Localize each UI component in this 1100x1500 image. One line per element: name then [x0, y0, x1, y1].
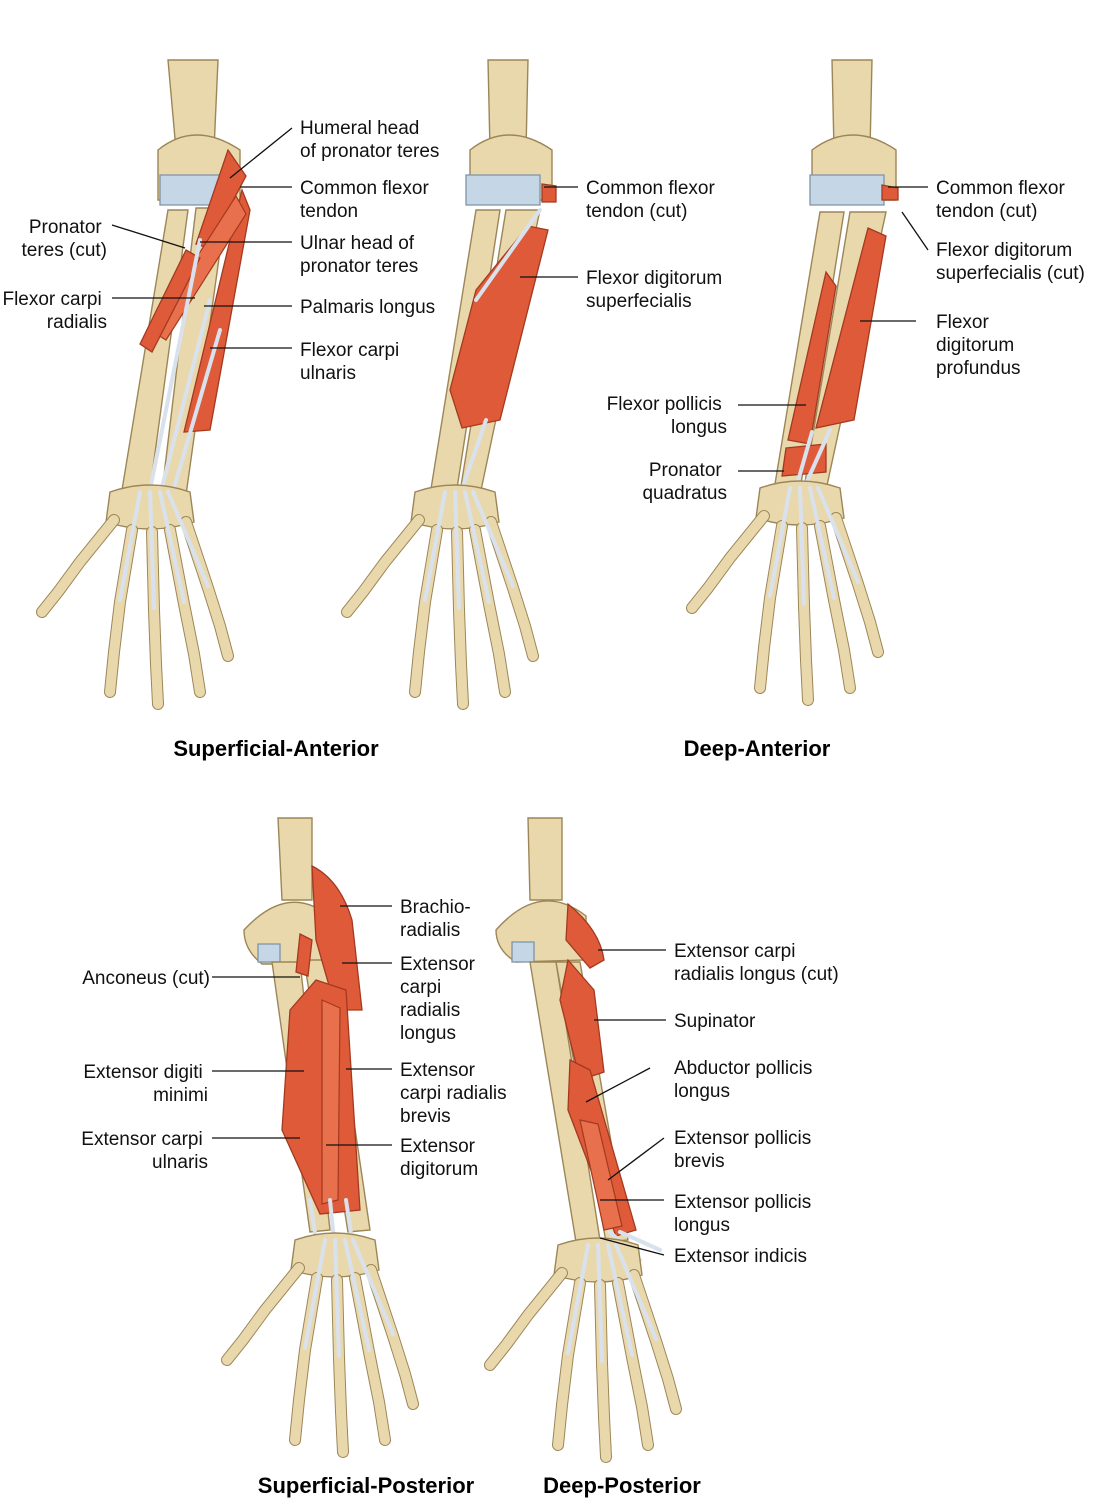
label-flexor-carpi-radialis: Flexor carpi radialis: [2, 289, 107, 333]
label-flexor-carpi-ulnaris: Flexor carpi ulnaris: [300, 340, 405, 384]
label-extensor-carpi-radialis-longus-cut: Extensor carpi radialis longus (cut): [674, 941, 839, 985]
superficial-posterior-illustration: [227, 817, 413, 1452]
title-superficial-posterior: Superficial-Posterior: [258, 1473, 475, 1498]
label-brachioradialis: Brachio- radialis: [400, 897, 476, 941]
label-ulnar-head: Ulnar head of pronator teres: [300, 233, 419, 277]
label-humeral-head: Humeral head of pronator teres: [300, 118, 439, 162]
deep-posterior-illustration: [490, 817, 676, 1457]
deep-anterior-illustration: [692, 59, 899, 700]
title-deep-posterior: Deep-Posterior: [543, 1473, 701, 1498]
label-extensor-carpi-ulnaris: Extensor carpi ulnaris: [81, 1129, 208, 1173]
label-flexor-digitorum-superficialis: Flexor digitorum superfecialis: [586, 268, 728, 312]
label-common-flexor-tendon: Common flexor tendon: [300, 178, 434, 222]
leader-lines: [111, 127, 929, 1256]
title-superficial-anterior: Superficial-Anterior: [173, 736, 379, 761]
label-extensor-carpi-radialis-longus: Extensor carpi radialis longus: [400, 954, 480, 1044]
label-extensor-pollicis-longus: Extensor pollicis longus: [674, 1192, 817, 1236]
label-supinator: Supinator: [674, 1011, 756, 1032]
label-common-flexor-tendon-cut-3: Common flexor tendon (cut): [936, 178, 1070, 222]
label-extensor-indicis: Extensor indicis: [674, 1246, 807, 1267]
label-flexor-digitorum-profundus: Flexor digitorum profundus: [936, 312, 1021, 379]
label-pronator-teres-cut: Pronator teres (cut): [21, 217, 107, 261]
label-pronator-quadratus: Pronator quadratus: [642, 460, 727, 504]
label-flexor-digitorum-superficialis-cut: Flexor digitorum superfecialis (cut): [936, 240, 1085, 284]
superficial-anterior-illustration: [42, 59, 251, 704]
label-palmaris-longus: Palmaris longus: [300, 297, 435, 318]
label-abductor-pollicis-longus: Abductor pollicis longus: [674, 1058, 818, 1102]
middle-anterior-illustration: [347, 59, 557, 704]
label-extensor-pollicis-brevis: Extensor pollicis brevis: [674, 1128, 817, 1172]
title-deep-anterior: Deep-Anterior: [684, 736, 831, 761]
label-flexor-pollicis-longus: Flexor pollicis longus: [607, 394, 727, 438]
label-common-flexor-tendon-cut-2: Common flexor tendon (cut): [586, 178, 720, 222]
label-extensor-carpi-radialis-brevis: Extensor carpi radialis brevis: [400, 1060, 512, 1127]
label-anconeus-cut: Anconeus (cut): [82, 968, 210, 989]
label-extensor-digitorum: Extensor digitorum: [400, 1136, 480, 1180]
label-extensor-digiti-minimi: Extensor digiti minimi: [83, 1062, 208, 1106]
